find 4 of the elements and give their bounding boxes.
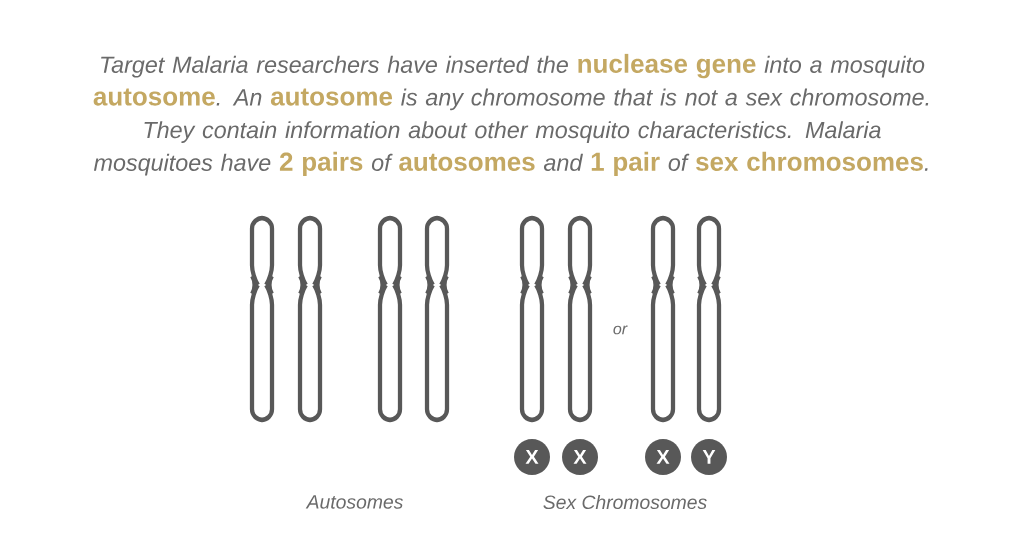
or-label: or: [613, 325, 628, 335]
group-label: Autosomes: [305, 495, 403, 509]
intro-paragraph: Target Malaria researchers have inserted the nuclease gene into a mosquito autosome. An autosome is any chromosome that is not a sex chromosome. They contain information about other mosquito characteristics. Malaria mosquitoes have 2 pairs of autosomes and 1 pair of sex chromosomes.: [93, 53, 929, 177]
group-label: Sex Chromosomes: [543, 494, 707, 510]
